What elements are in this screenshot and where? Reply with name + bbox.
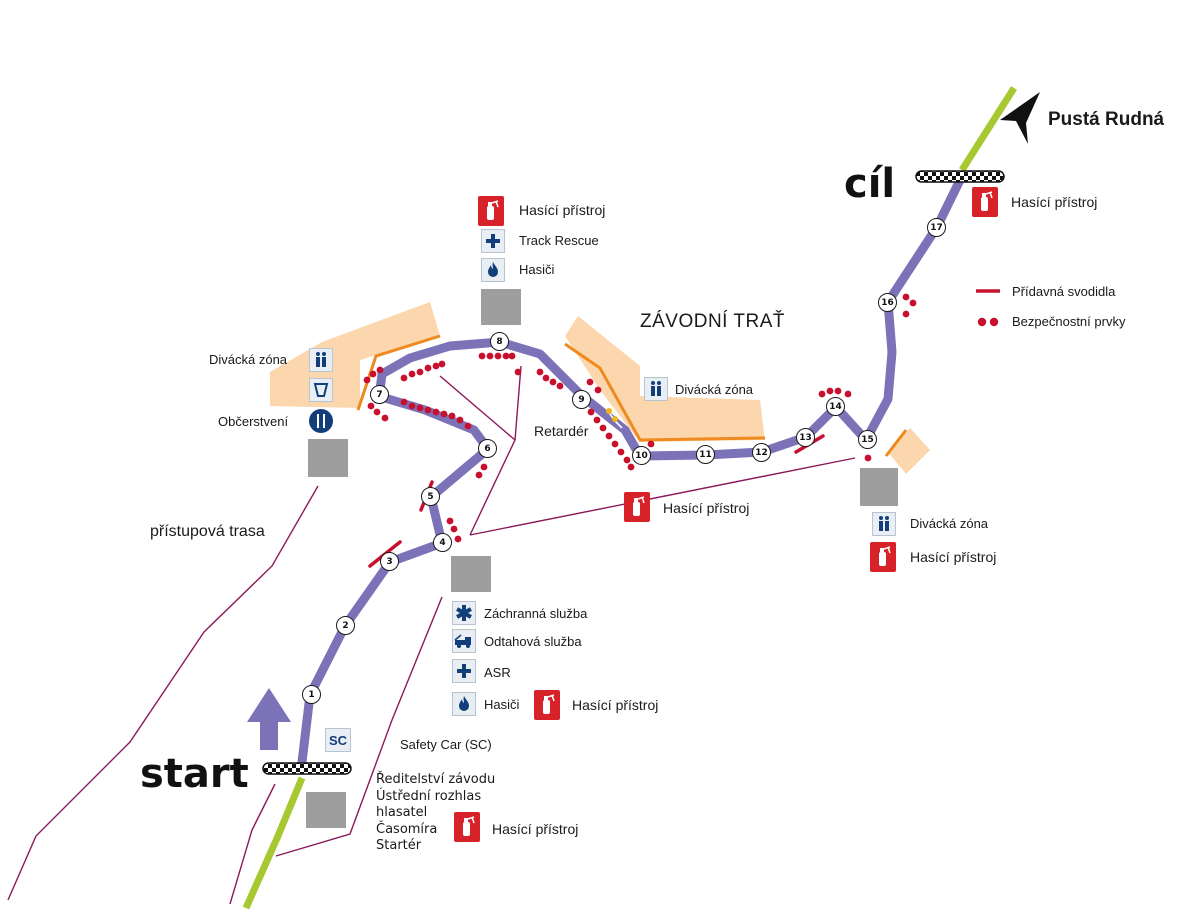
legend-safety-swatch <box>977 317 987 327</box>
start-label: start <box>140 751 249 797</box>
marker-6: 6 <box>478 439 497 458</box>
list-item: hlasatel <box>376 805 428 820</box>
track-title: ZÁVODNÍ TRAŤ <box>640 311 785 332</box>
spectator-zone-left-edge <box>356 334 441 411</box>
legend-barriers-label: Přídavná svodidla <box>1012 284 1116 299</box>
marker-2: 2 <box>336 616 355 635</box>
fire-extinguisher-icon <box>534 690 560 720</box>
marker-15: 15 <box>858 430 877 449</box>
access-road-start <box>242 776 306 910</box>
fire-extinguisher-icon <box>624 492 650 522</box>
start-extinguisher-label: Hasící přístroj <box>492 821 579 837</box>
cross-icon <box>452 659 476 683</box>
retarder-marker <box>612 416 618 422</box>
list-item: Časomíra <box>376 821 438 837</box>
safety-car-badge: SC <box>325 728 351 752</box>
cup-icon <box>309 378 333 402</box>
service-box-left <box>308 439 348 477</box>
firefighters-extinguisher-label: Hasící přístroj <box>572 697 659 713</box>
people-icon <box>644 377 668 401</box>
service-box-right <box>860 468 898 506</box>
people-icon <box>872 512 896 536</box>
list-item: Ústřední rozhlas <box>376 788 482 804</box>
marker-16: 16 <box>878 293 897 312</box>
star-of-life-icon <box>452 601 476 625</box>
left-spectators-label: Divácká zóna <box>209 352 288 367</box>
list-item: Ředitelství závodu <box>376 772 496 787</box>
retarder-label: Retardér <box>534 423 589 439</box>
finish-extinguisher-label: Hasící přístroj <box>1011 194 1098 210</box>
marker-13: 13 <box>796 428 815 447</box>
direction-arrow <box>247 688 291 750</box>
start-facilities-list: Ředitelství závodu Ústřední rozhlas hlas… <box>376 772 495 855</box>
fire-extinguisher-icon <box>870 542 896 572</box>
center-spectators-label: Divácká zóna <box>675 382 754 397</box>
finish-label: cíl <box>844 161 896 207</box>
finish-line <box>915 170 1005 183</box>
right-spectators-label: Divácká zóna <box>910 516 989 531</box>
cutlery-icon <box>309 409 333 433</box>
tow-label: Odtahová služba <box>484 634 582 649</box>
legend-safety-swatch <box>989 317 999 327</box>
marker-14: 14 <box>826 397 845 416</box>
marker-9: 9 <box>572 390 591 409</box>
spectator-zone-center-edge <box>564 342 766 442</box>
destination-label: Pustá Rudná <box>1048 109 1165 130</box>
asr-label: ASR <box>484 665 511 680</box>
list-item: Startér <box>376 838 422 853</box>
safety-elements <box>363 293 917 543</box>
fire-extinguisher-icon <box>454 812 480 842</box>
access-route-label: přístupová trasa <box>150 523 265 540</box>
marker-1: 1 <box>302 685 321 704</box>
right-extinguisher-label: Hasící přístroj <box>910 549 997 565</box>
marker-12: 12 <box>752 443 771 462</box>
service-box-top <box>481 289 521 325</box>
people-icon <box>309 348 333 372</box>
firefighters-label: Hasiči <box>484 697 520 712</box>
legend-safety-label: Bezpečnostní prvky <box>1012 314 1126 329</box>
service-box-mid <box>451 556 491 592</box>
cross-icon <box>481 229 505 253</box>
fire-extinguisher-icon <box>478 196 504 226</box>
marker-10: 10 <box>632 446 651 465</box>
spectator-zone-right-edge <box>884 429 908 457</box>
marker-17: 17 <box>927 218 946 237</box>
marker-11: 11 <box>696 445 715 464</box>
tow-truck-icon <box>452 629 476 653</box>
access-road-finish <box>959 86 1017 172</box>
marker-5: 5 <box>421 487 440 506</box>
mid-extinguisher-label: Hasící přístroj <box>663 500 750 516</box>
start-line <box>262 762 352 775</box>
top-extinguisher-label: Hasící přístroj <box>519 202 606 218</box>
top-rescue-label: Track Rescue <box>519 233 599 248</box>
pointer-lines <box>7 365 856 905</box>
marker-4: 4 <box>433 533 452 552</box>
north-arrow-icon <box>1000 92 1040 144</box>
top-firefighters-label: Hasiči <box>519 262 555 277</box>
spectator-zone-center <box>565 316 765 442</box>
ambulance-label: Záchranná služba <box>484 606 588 621</box>
spectator-zone-right <box>888 428 930 474</box>
marker-7: 7 <box>370 385 389 404</box>
flame-icon <box>452 692 476 716</box>
left-food-label: Občerstvení <box>218 414 289 429</box>
flame-icon <box>481 258 505 282</box>
marker-8: 8 <box>490 332 509 351</box>
service-box-start <box>306 792 346 828</box>
marker-3: 3 <box>380 552 399 571</box>
fire-extinguisher-icon <box>972 187 998 217</box>
safety-car-label: Safety Car (SC) <box>400 737 492 752</box>
retarder-marker <box>606 408 612 414</box>
